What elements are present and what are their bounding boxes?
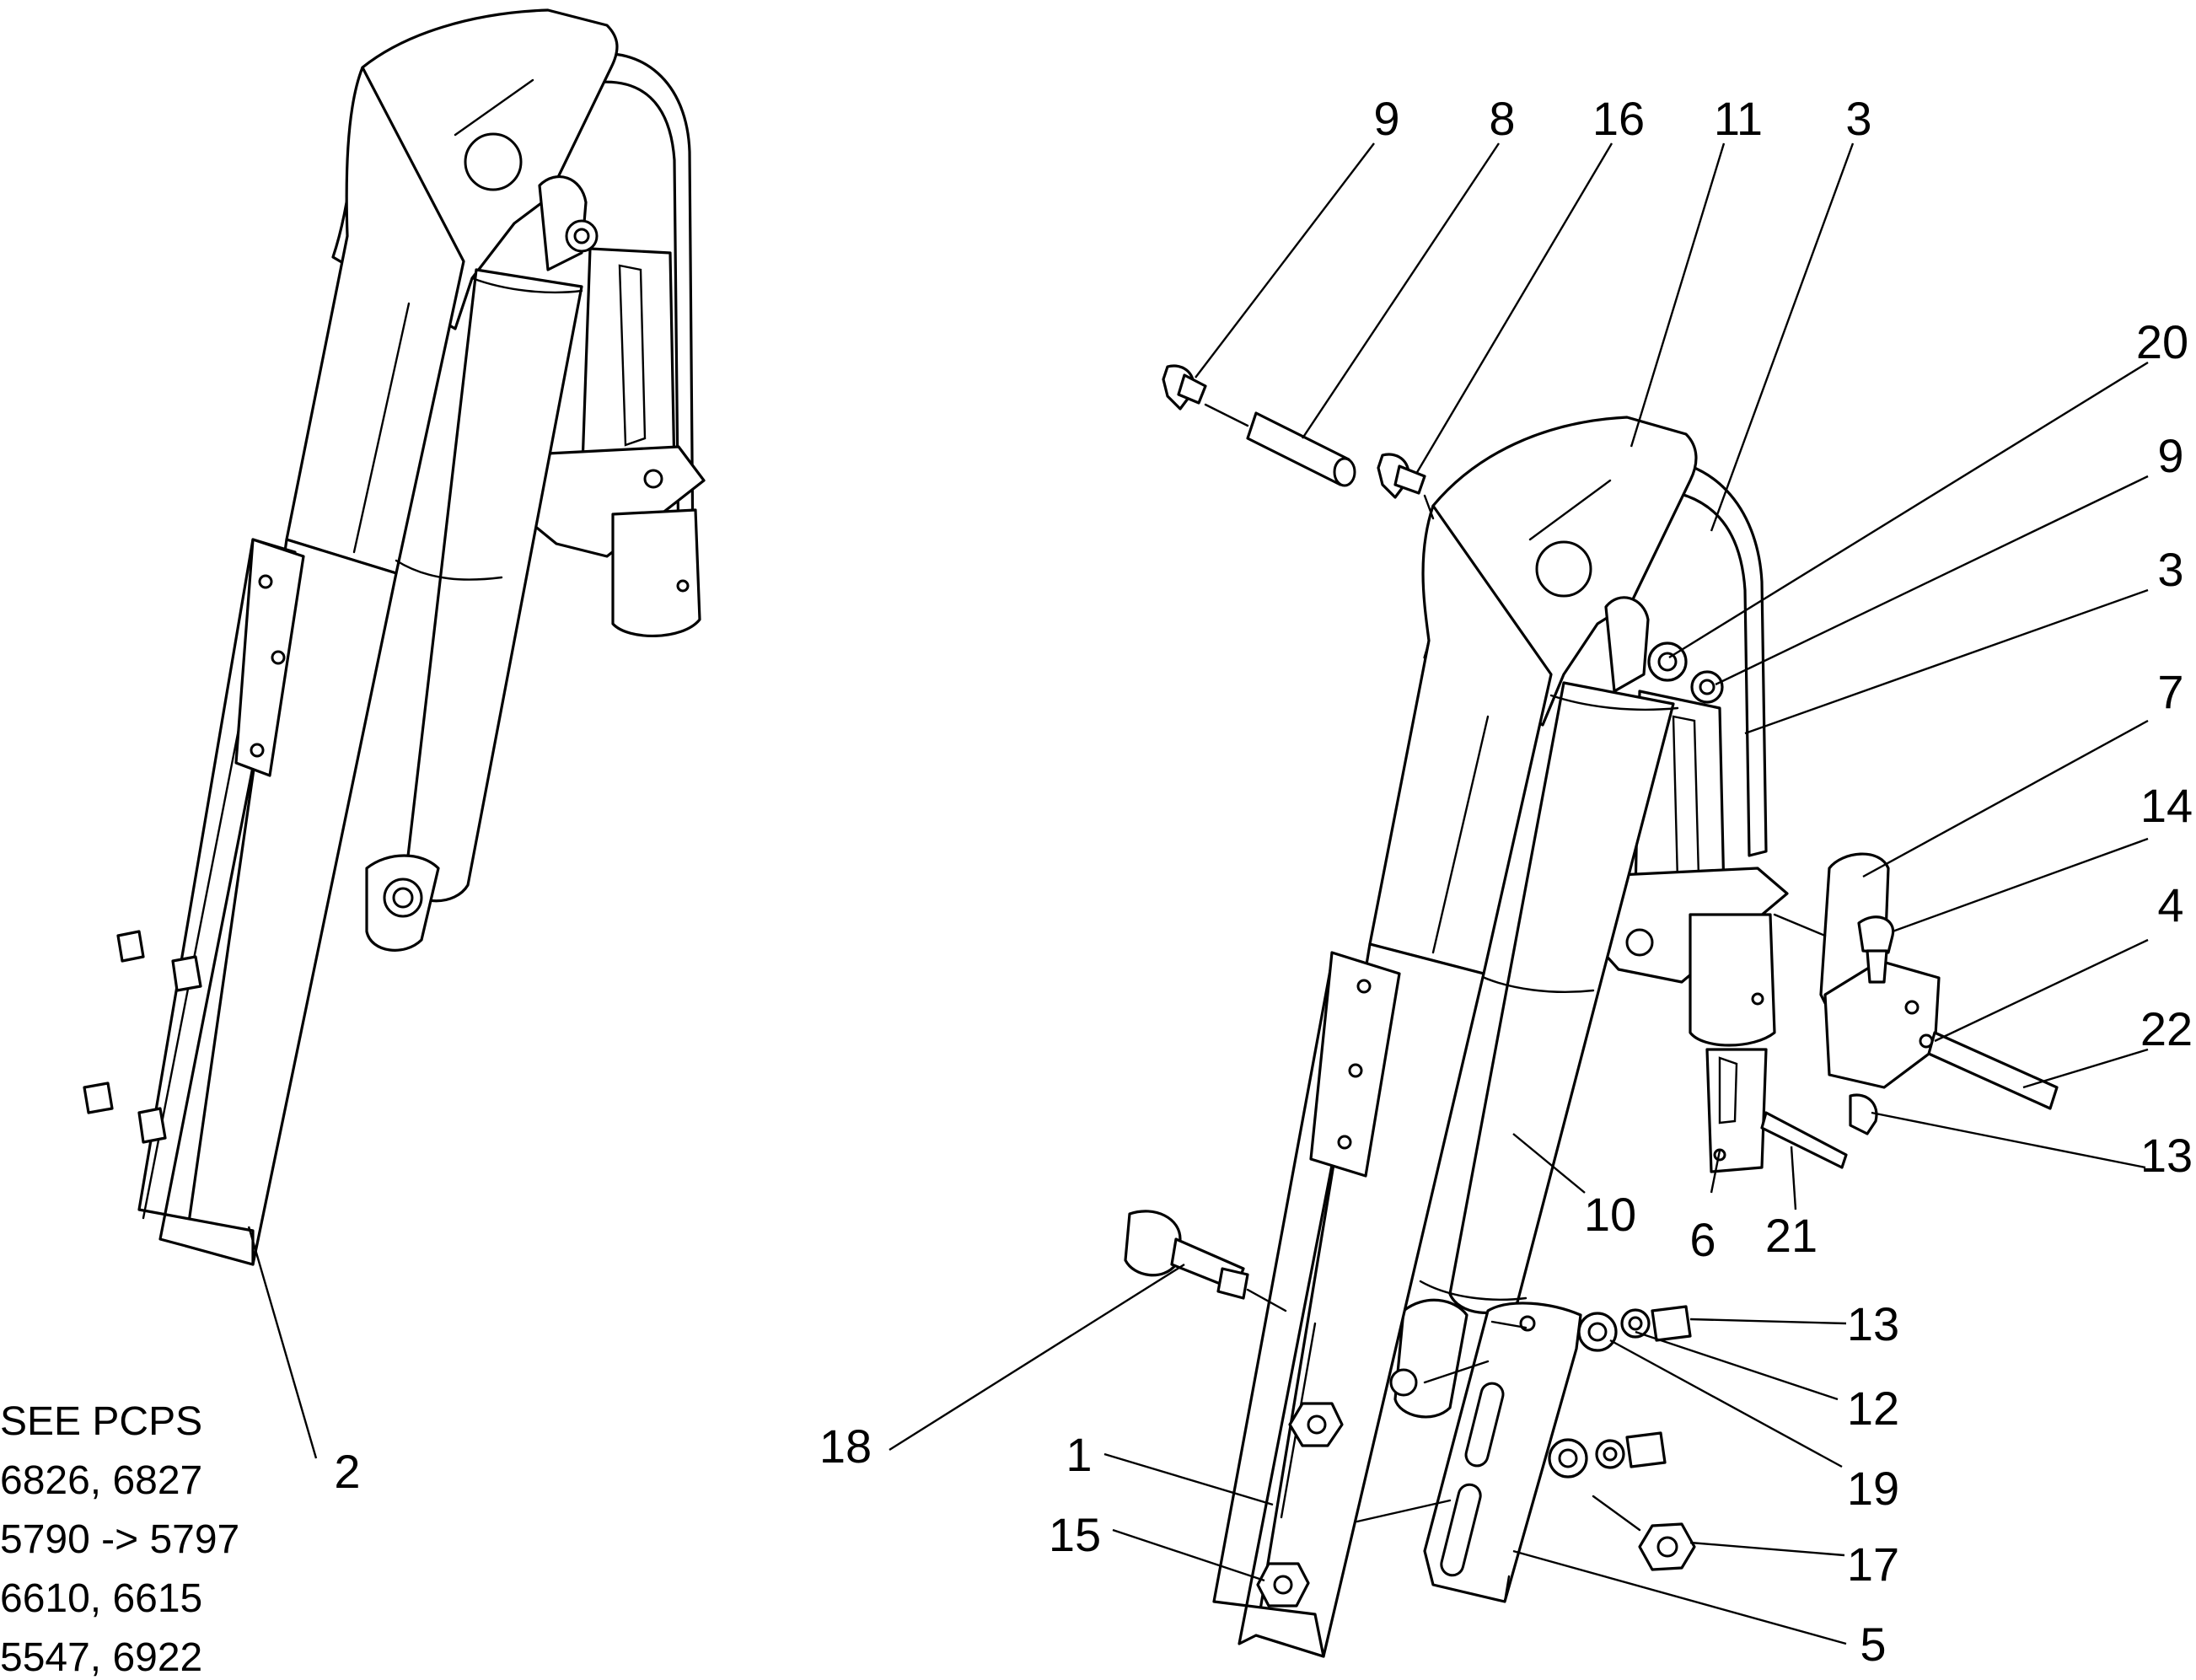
- callout-12: 12: [1847, 1382, 1899, 1435]
- note-line-2: 6826, 6827: [0, 1458, 202, 1503]
- note-line-3: 5790 -> 5797: [0, 1517, 239, 1562]
- axle-22: [1927, 1031, 2059, 1110]
- callout-9-pivot: 9: [2157, 429, 2183, 482]
- callout-2: 2: [334, 1445, 360, 1498]
- pin-21: [1760, 1111, 1848, 1169]
- callout-3-top: 3: [1845, 92, 1871, 145]
- bolt-14: [1857, 915, 1895, 954]
- right-actuator-eye: [1393, 1298, 1468, 1419]
- callout-1: 1: [1066, 1428, 1092, 1481]
- callout-21: 21: [1765, 1209, 1817, 1262]
- leader-lines: [889, 142, 2149, 1645]
- right-receiver-tube: [1689, 913, 1776, 1047]
- callout-22: 22: [2140, 1002, 2193, 1055]
- note-line-5: 5547, 6922: [0, 1635, 202, 1680]
- bolt-13-fork: [1849, 1093, 1878, 1135]
- bolt-13-side: [1651, 1305, 1692, 1342]
- right-upper-housing: [1368, 504, 1553, 975]
- caster-stem: [1705, 1048, 1768, 1173]
- callout-8: 8: [1489, 92, 1515, 145]
- left-assembly: [83, 8, 706, 1459]
- callout-11: 11: [1714, 92, 1763, 145]
- callout-17: 17: [1847, 1538, 1899, 1591]
- note-line-4: 6610, 6615: [0, 1576, 202, 1621]
- callout-6: 6: [1689, 1213, 1715, 1266]
- callout-3-bracket: 3: [2157, 543, 2183, 596]
- callout-13-side: 13: [1847, 1297, 1899, 1350]
- callout-5: 5: [1860, 1618, 1886, 1671]
- callout-19: 19: [1847, 1462, 1899, 1515]
- callout-18: 18: [819, 1420, 872, 1473]
- callout-20: 20: [2136, 315, 2188, 368]
- note-line-1: SEE PCPS: [0, 1399, 202, 1444]
- callout-labels: 9 8 16 11 3 20 9 3 7 14 4 22 13 10 6 21 …: [334, 92, 2193, 1671]
- callout-10: 10: [1584, 1188, 1636, 1241]
- left-upper-housing: [285, 66, 465, 575]
- callout-9-top: 9: [1373, 92, 1399, 145]
- callout-14: 14: [2140, 779, 2193, 832]
- callout-7: 7: [2157, 665, 2183, 718]
- callout-13-fork: 13: [2140, 1129, 2193, 1182]
- callout-4: 4: [2157, 878, 2183, 931]
- right-assembly: [1124, 364, 2059, 1658]
- right-handle-loop: [1642, 458, 1768, 857]
- left-receiver-tube: [611, 508, 701, 637]
- callout-16: 16: [1592, 92, 1645, 145]
- reference-note: SEE PCPS 6826, 6827 5790 -> 5797 6610, 6…: [0, 1399, 239, 1680]
- callout-15: 15: [1049, 1508, 1101, 1561]
